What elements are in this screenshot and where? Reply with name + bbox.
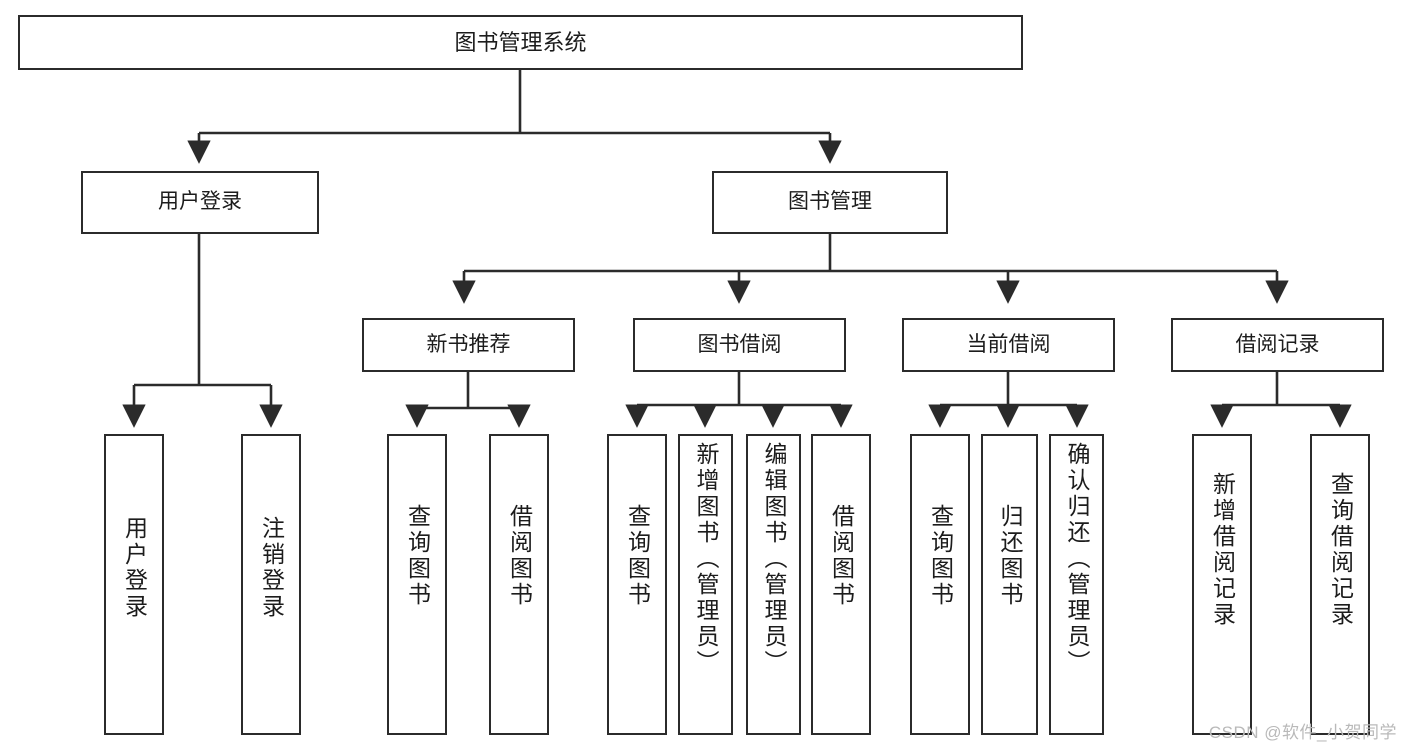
node-label: 编辑图书（管理员） xyxy=(761,442,787,676)
node-label: 查询图书 xyxy=(404,504,431,608)
leaf-logout-login[interactable]: 注销登录 xyxy=(241,434,301,735)
node-label: 查询图书 xyxy=(624,504,651,608)
leaf-user-login[interactable]: 用户登录 xyxy=(104,434,164,735)
leaf-add-borrow-record[interactable]: 新增借阅记录 xyxy=(1192,434,1252,735)
node-label: 图书借阅 xyxy=(697,332,782,356)
node-label: 借阅记录 xyxy=(1235,332,1320,356)
node-label: 确认归还（管理员） xyxy=(1064,442,1090,676)
leaf-return-book[interactable]: 归还图书 xyxy=(981,434,1038,735)
node-current-borrow[interactable]: 当前借阅 xyxy=(902,318,1115,372)
leaf-edit-book-admin[interactable]: 编辑图书（管理员） xyxy=(746,434,801,735)
node-label: 用户登录 xyxy=(121,516,148,620)
leaf-add-book-admin[interactable]: 新增图书（管理员） xyxy=(678,434,733,735)
node-label: 查询图书 xyxy=(927,504,954,608)
leaf-borrow-book-borrow[interactable]: 借阅图书 xyxy=(811,434,871,735)
node-new-book-recommend[interactable]: 新书推荐 xyxy=(362,318,575,372)
node-label: 查询借阅记录 xyxy=(1327,472,1354,628)
node-label: 新增图书（管理员） xyxy=(693,442,719,676)
node-label: 图书管理 xyxy=(788,190,872,214)
node-label: 借阅图书 xyxy=(828,504,855,608)
leaf-query-book-borrow[interactable]: 查询图书 xyxy=(607,434,667,735)
leaf-query-borrow-record[interactable]: 查询借阅记录 xyxy=(1310,434,1370,735)
node-user-login[interactable]: 用户登录 xyxy=(81,171,319,234)
node-label: 借阅图书 xyxy=(506,504,533,608)
leaf-query-book-recommend[interactable]: 查询图书 xyxy=(387,434,447,735)
node-label: 注销登录 xyxy=(258,516,285,620)
node-borrow-record[interactable]: 借阅记录 xyxy=(1171,318,1384,372)
node-label: 新书推荐 xyxy=(426,332,511,356)
node-label: 当前借阅 xyxy=(966,332,1051,356)
node-label: 新增借阅记录 xyxy=(1209,472,1236,628)
watermark: CSDN @软件_小贺同学 xyxy=(1208,723,1397,742)
leaf-query-book-current[interactable]: 查询图书 xyxy=(910,434,970,735)
node-label: 归还图书 xyxy=(997,504,1023,608)
leaf-borrow-book-recommend[interactable]: 借阅图书 xyxy=(489,434,549,735)
node-book-management[interactable]: 图书管理 xyxy=(712,171,948,234)
node-label: 用户登录 xyxy=(158,190,242,214)
node-book-borrow[interactable]: 图书借阅 xyxy=(633,318,846,372)
leaf-confirm-return-admin[interactable]: 确认归还（管理员） xyxy=(1049,434,1104,735)
node-root-book-management-system[interactable]: 图书管理系统 xyxy=(18,15,1023,70)
node-label: 图书管理系统 xyxy=(454,29,587,55)
